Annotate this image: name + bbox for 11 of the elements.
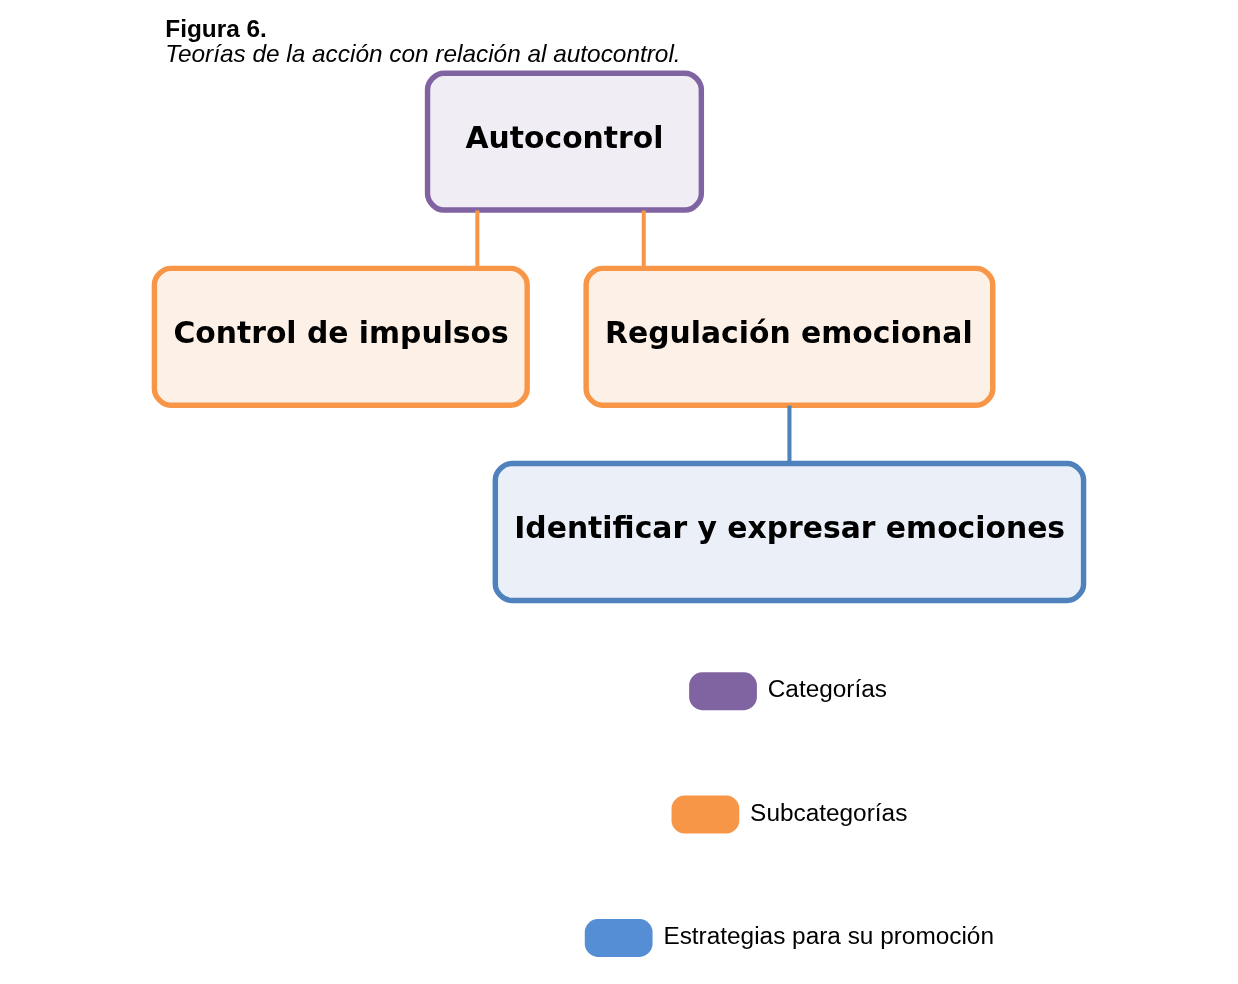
node-box: Regulación emocional [583,265,996,408]
legend-label: Categorías [767,675,887,703]
node-box: Identificar y expresar emociones [492,460,1087,604]
node-box: Autocontrol [424,70,705,213]
diagram-title: Figura 6. [165,15,267,43]
legend-label: Subcategorías [750,798,908,826]
connector [475,210,480,268]
legend-label: Estrategias para su promoción [663,921,994,949]
connector [641,210,646,268]
connector [787,405,792,464]
node-box: Control de impulsos [151,265,530,408]
